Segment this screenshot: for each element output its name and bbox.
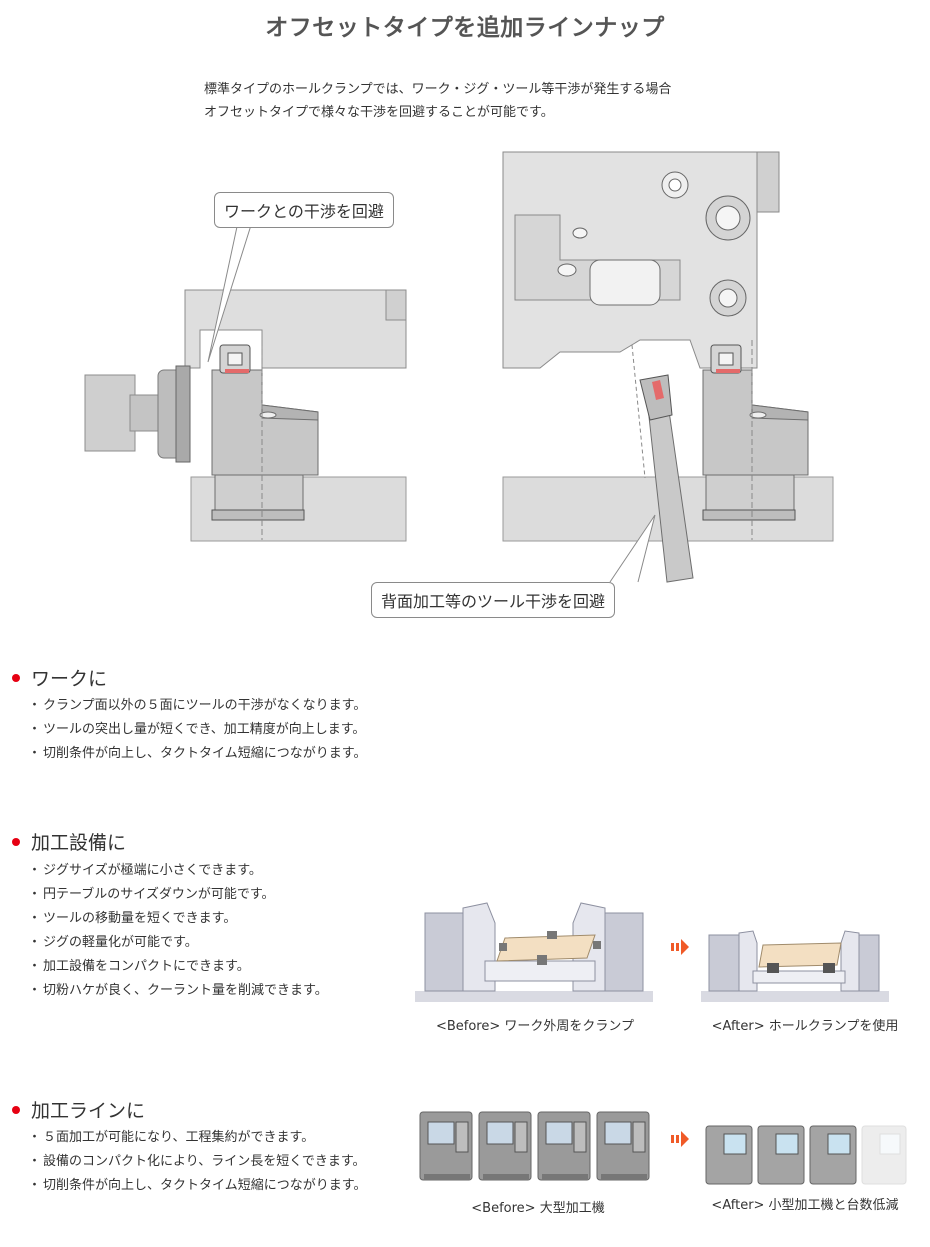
line-after-illustration [705, 1125, 907, 1185]
right-clamp-illustration [502, 151, 834, 583]
caption-equipment-after: <After> ホールクランプを使用 [711, 1019, 899, 1034]
caption-equipment-before: <Before> ワーク外周をクランプ [435, 1019, 635, 1034]
list-item: ジグの軽量化が可能です。 [28, 931, 328, 955]
list-item: 設備のコンパクト化により、ライン長を短くできます。 [28, 1150, 366, 1174]
bullet-dot-icon [12, 673, 20, 682]
list-item: 円テーブルのサイズダウンが可能です。 [28, 883, 328, 907]
section-bullets-equipment: ジグサイズが極端に小さくできます。 円テーブルのサイズダウンが可能です。 ツール… [28, 859, 328, 1003]
section-bullets-line: ５面加工が可能になり、工程集約ができます。 設備のコンパクト化により、ライン長を… [28, 1126, 366, 1198]
intro-text-line-1: 標準タイプのホールクランプでは、ワーク・ジグ・ツール等干渉が発生する場合 [204, 82, 672, 97]
bullet-dot-icon [12, 837, 20, 846]
callout-workpiece-interference: ワークとの干渉を回避 [214, 192, 394, 228]
list-item: ５面加工が可能になり、工程集約ができます。 [28, 1126, 366, 1150]
intro-text-line-2: オフセットタイプで様々な干渉を回避することが可能です。 [204, 105, 554, 120]
caption-line-before: <Before> 大型加工機 [471, 1201, 605, 1216]
section-heading-text: 加工ラインに [31, 1100, 146, 1122]
list-item: ジグサイズが極端に小さくできます。 [28, 859, 328, 883]
page-title: オフセットタイプを追加ラインナップ [265, 15, 665, 41]
callout-tool-interference: 背面加工等のツール干渉を回避 [371, 582, 616, 618]
section-heading-text: 加工設備に [31, 832, 127, 854]
section-heading-equipment: 加工設備に [12, 828, 126, 855]
caption-line-after: <After> 小型加工機と台数低減 [711, 1198, 899, 1213]
list-item: 加工設備をコンパクトにできます。 [28, 955, 328, 979]
arrow-right-icon [671, 939, 689, 955]
section-heading-text: ワークに [31, 668, 108, 690]
equipment-after-illustration [701, 930, 889, 1002]
section-bullets-work: クランプ面以外の５面にツールの干渉がなくなります。 ツールの突出し量が短くでき、… [28, 694, 366, 766]
arrow-right-icon [671, 1131, 689, 1147]
equipment-before-illustration [415, 902, 653, 1002]
list-item: ツールの移動量を短くできます。 [28, 907, 328, 931]
list-item: 切削条件が向上し、タクトタイム短縮につながります。 [28, 1174, 366, 1198]
bullet-dot-icon [12, 1105, 20, 1114]
left-clamp-illustration [84, 221, 407, 542]
line-before-illustration [419, 1111, 650, 1181]
section-heading-line: 加工ラインに [12, 1096, 145, 1123]
section-heading-work: ワークに [12, 664, 107, 691]
list-item: 切粉ハケが良く、クーラント量を削減できます。 [28, 979, 328, 1003]
list-item: ツールの突出し量が短くでき、加工精度が向上します。 [28, 718, 366, 742]
list-item: 切削条件が向上し、タクトタイム短縮につながります。 [28, 742, 366, 766]
list-item: クランプ面以外の５面にツールの干渉がなくなります。 [28, 694, 366, 718]
